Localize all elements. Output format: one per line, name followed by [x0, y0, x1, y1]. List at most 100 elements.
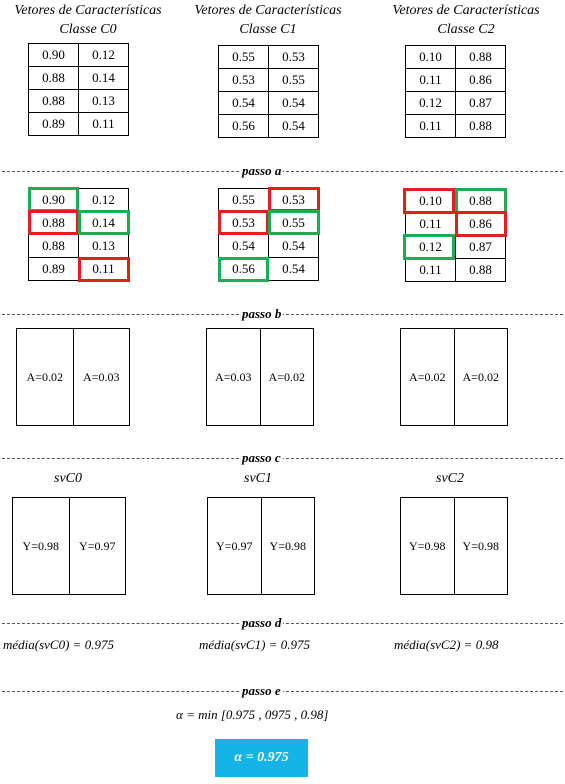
- table-cell: 0.12: [78, 188, 129, 212]
- table-cell: 0.55: [218, 188, 269, 212]
- table-cell: 0.13: [78, 234, 129, 258]
- title-line2: Classe C0: [59, 22, 117, 37]
- step-c-box-c2: Y=0.98 Y=0.98: [400, 497, 508, 595]
- step-c-box-c1: Y=0.97 Y=0.98: [207, 497, 315, 595]
- table-cell: 0.87: [455, 91, 506, 115]
- table-cell: 0.89: [28, 112, 79, 136]
- table-cell: 0.55: [268, 211, 319, 235]
- table-cell: 0.11: [405, 212, 456, 236]
- table-cell: 0.12: [78, 43, 129, 67]
- step-c-label: passo c: [240, 450, 283, 465]
- table-cell: 0.88: [28, 89, 79, 113]
- table-cell: 0.10: [405, 189, 456, 213]
- table-cell: 0.86: [455, 68, 506, 92]
- value-cell: A=0.02: [26, 369, 63, 384]
- title-line1: Vetores de Características: [194, 3, 342, 18]
- table-cell: 0.54: [218, 234, 269, 258]
- step-e-label: passo e: [240, 683, 283, 698]
- value-cell: A=0.02: [453, 329, 508, 425]
- table-cell: 0.12: [405, 91, 456, 115]
- table-cell: 0.88: [455, 258, 506, 282]
- table-cell: 0.53: [268, 188, 319, 212]
- value-cell: Y=0.98: [409, 538, 446, 553]
- table-cell: 0.56: [218, 114, 269, 138]
- table-cell: 0.11: [405, 258, 456, 282]
- table-cell: 0.11: [78, 112, 129, 136]
- table-cell: 0.54: [268, 234, 319, 258]
- step-b-box-c1: A=0.03 A=0.02: [206, 328, 314, 426]
- title-line1: Vetores de Características: [14, 3, 162, 18]
- mean-c0: média(svC0) = 0.975: [3, 637, 114, 652]
- table-cell: 0.55: [268, 68, 319, 92]
- table-cell: 0.53: [268, 45, 319, 69]
- table-cell: 0.11: [405, 68, 456, 92]
- sv-label-c2: svC2: [436, 471, 464, 486]
- step-b-label: passo b: [240, 306, 284, 321]
- step-b-box-c2: A=0.02 A=0.02: [400, 328, 508, 426]
- title-line2: Classe C2: [437, 22, 495, 37]
- table-cell: 0.88: [455, 189, 506, 213]
- table-cell: 0.56: [218, 257, 269, 281]
- table-cell: 0.14: [78, 66, 129, 90]
- title-line2: Classe C1: [239, 22, 297, 37]
- table-cell: 0.87: [455, 235, 506, 259]
- table-cell: 0.88: [455, 45, 506, 69]
- title-class-c0: Vetores de Características Classe C0: [0, 1, 176, 39]
- step-c-box-c0: Y=0.98 Y=0.97: [12, 497, 126, 595]
- title-class-c1: Vetores de Características Classe C1: [180, 1, 356, 39]
- step-a-label: passo a: [240, 163, 284, 178]
- table-cell: 0.54: [268, 114, 319, 138]
- sv-label-c1: svC1: [244, 471, 272, 486]
- value-cell: Y=0.98: [453, 498, 508, 594]
- table-cell: 0.88: [28, 66, 79, 90]
- mean-c1: média(svC1) = 0.975: [199, 637, 310, 652]
- table-cell: 0.90: [28, 188, 79, 212]
- table-cell: 0.10: [405, 45, 456, 69]
- table-cell: 0.90: [28, 43, 79, 67]
- table-cell: 0.54: [268, 91, 319, 115]
- table-cell: 0.54: [268, 257, 319, 281]
- step-b-box-c0: A=0.02 A=0.03: [16, 328, 130, 426]
- table-cell: 0.86: [455, 212, 506, 236]
- value-cell: Y=0.98: [22, 538, 59, 553]
- value-cell: A=0.03: [215, 369, 252, 384]
- table-cell: 0.89: [28, 257, 79, 281]
- value-cell: Y=0.97: [68, 498, 126, 594]
- table-cell: 0.11: [405, 114, 456, 138]
- sv-label-c0: svC0: [54, 471, 82, 486]
- table-cell: 0.14: [78, 211, 129, 235]
- value-cell: A=0.02: [409, 369, 446, 384]
- table-cell: 0.53: [218, 68, 269, 92]
- value-cell: A=0.03: [72, 329, 130, 425]
- table-cell: 0.54: [218, 91, 269, 115]
- alpha-formula: α = min [0.975 , 0975 , 0.98]: [176, 707, 329, 722]
- title-class-c2: Vetores de Características Classe C2: [378, 1, 554, 39]
- table-cell: 0.12: [405, 235, 456, 259]
- table-cell: 0.55: [218, 45, 269, 69]
